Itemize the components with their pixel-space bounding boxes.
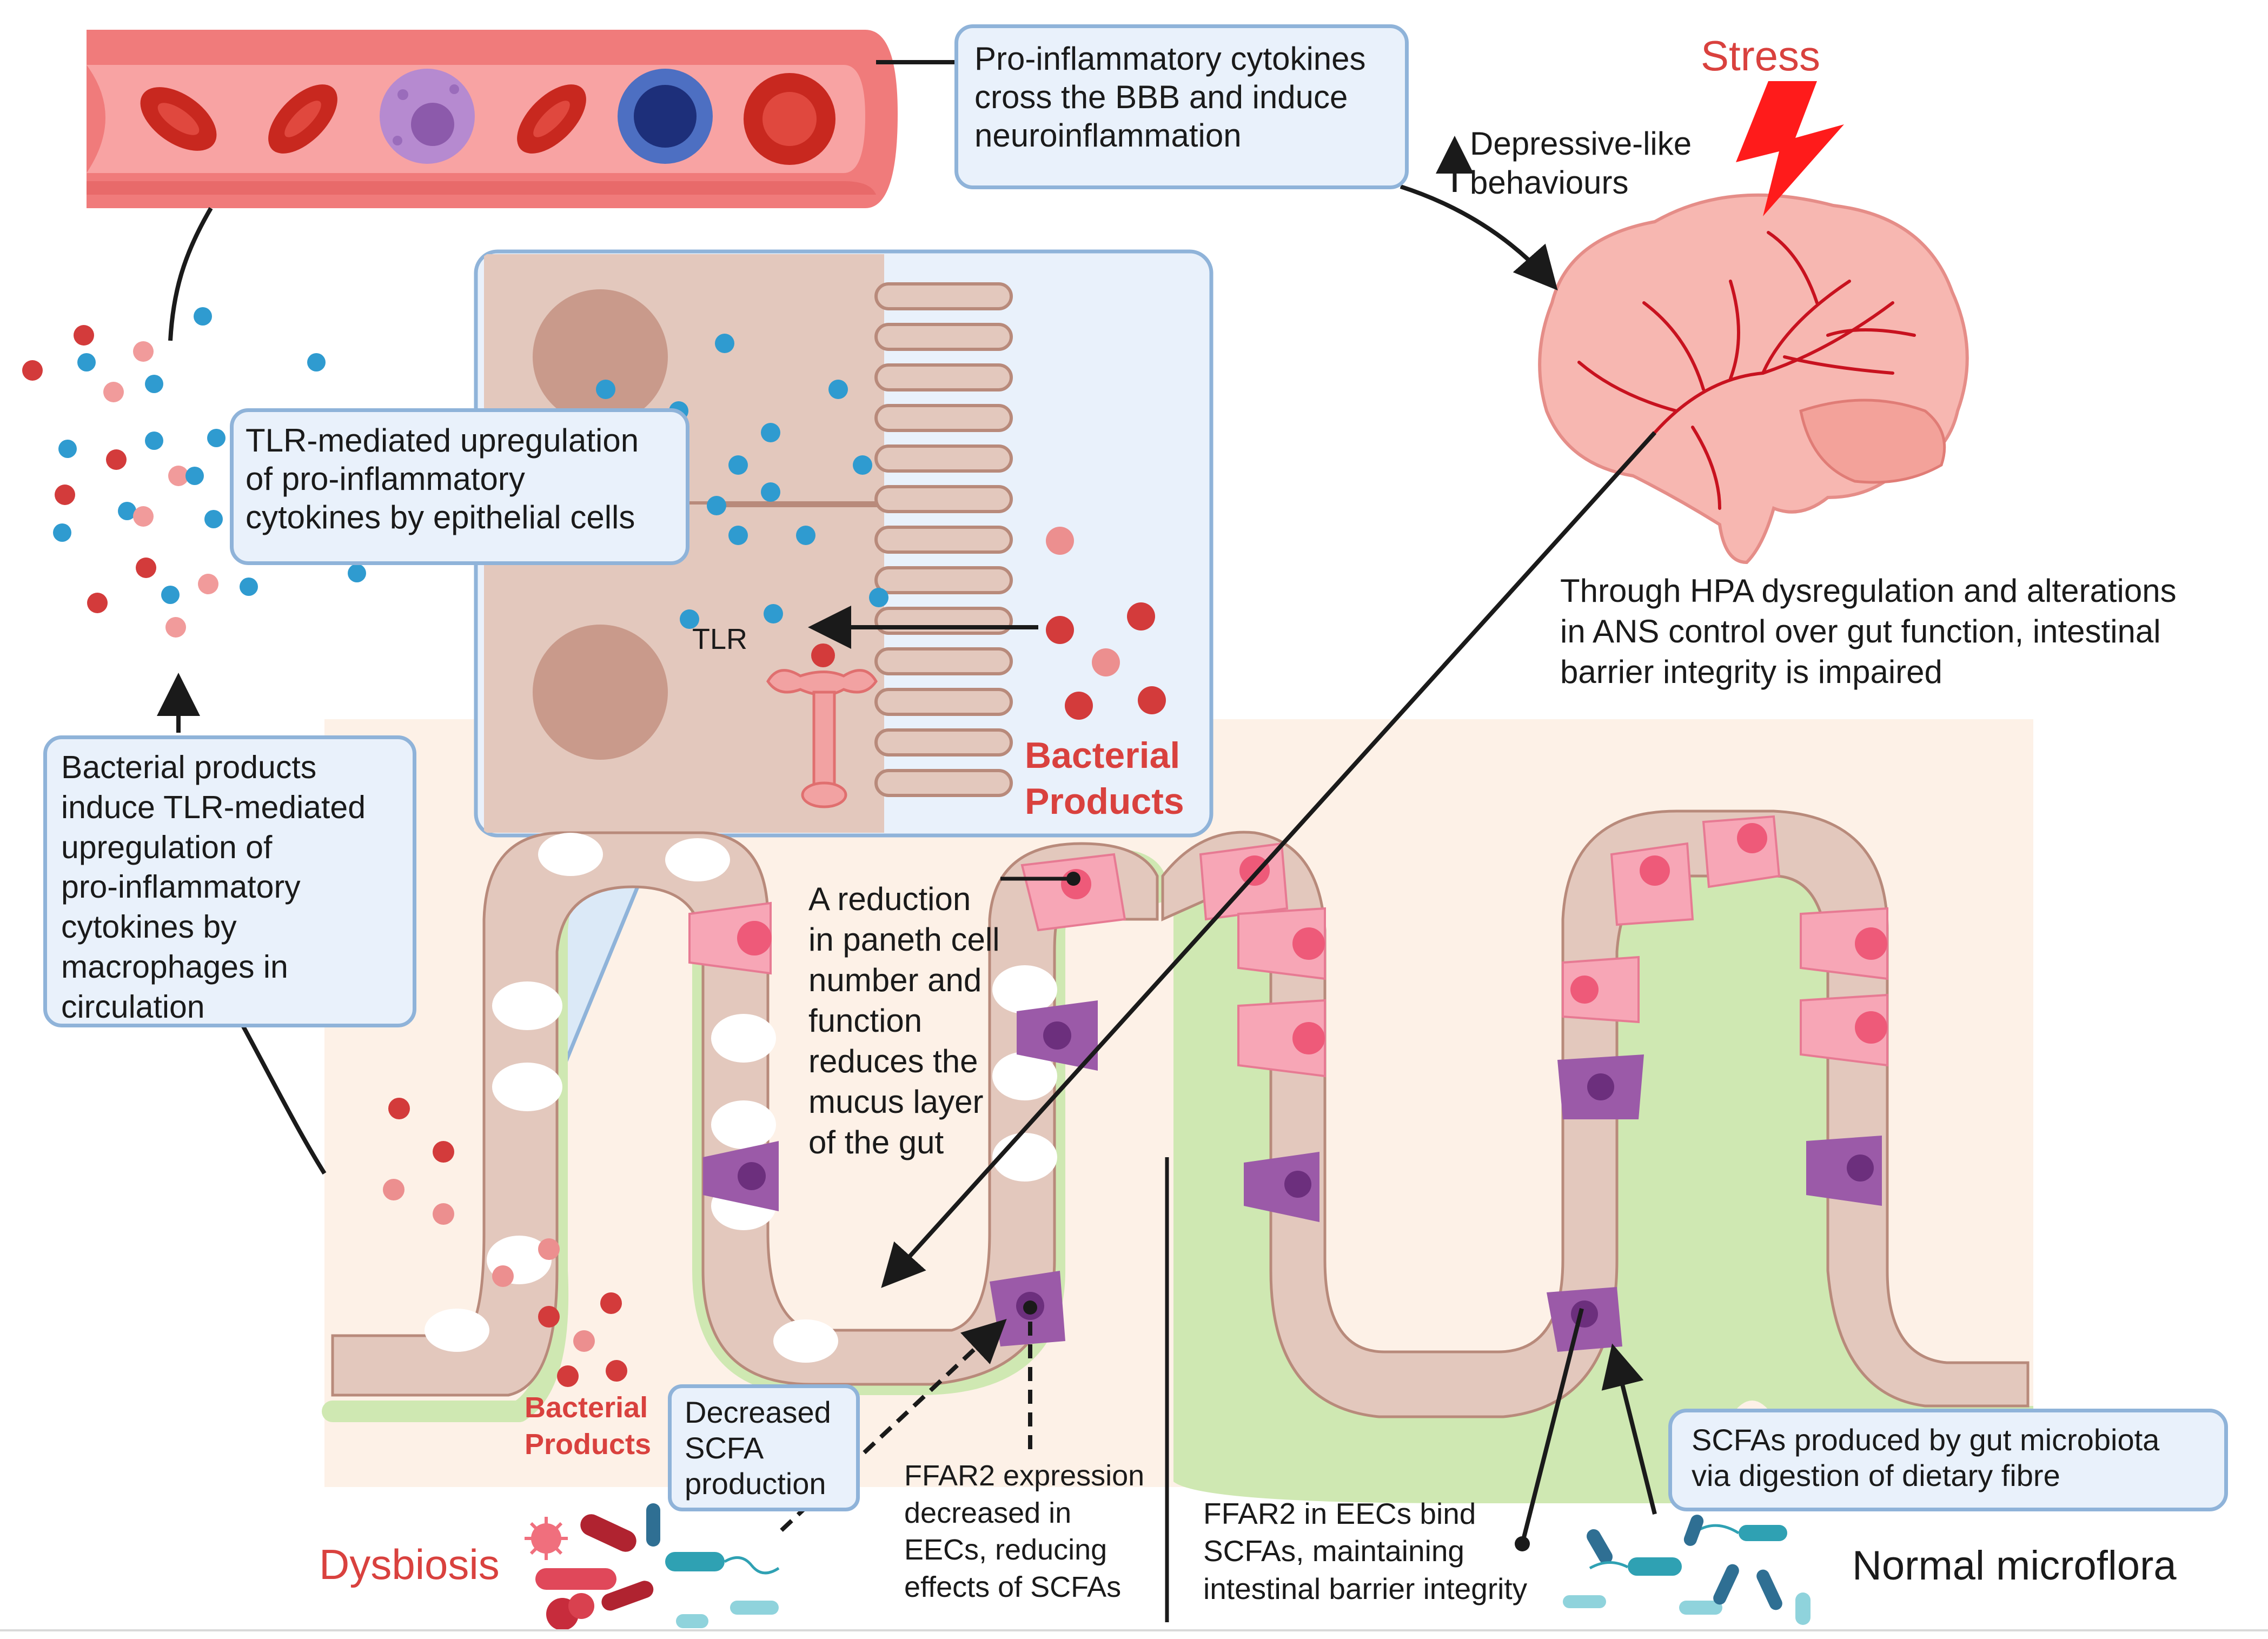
dysbiosis-label: Dysbiosis xyxy=(319,1541,500,1588)
circulation-arc xyxy=(168,207,213,341)
tlr-epithelial-box: TLR-mediated upregulation of pro-inflamm… xyxy=(230,408,689,565)
brain-icon xyxy=(1538,193,1969,565)
macrophage-box: Bacterial products induce TLR-mediated u… xyxy=(43,735,416,1027)
brain-to-gut-arrow xyxy=(881,431,1656,1288)
hpa-text: Through HPA dysregulation and alteration… xyxy=(1560,573,2177,690)
circulation-arc-lower xyxy=(236,1016,327,1175)
stress-lightning-icon xyxy=(1736,81,1844,216)
lymphocyte-icon xyxy=(618,69,713,164)
paneth-cell-icon xyxy=(688,853,1126,975)
normal-microflora-label: Normal microflora xyxy=(1852,1543,2177,1589)
scfa-to-eec-arrow xyxy=(1601,1343,1657,1515)
cytokine-cluster xyxy=(22,307,366,638)
depressive-label: Depressive-like behaviours xyxy=(1470,125,1692,201)
ffar2-decreased-text: FFAR2 expression decreased in EECs, redu… xyxy=(904,1459,1145,1603)
lumen-bacterial-products xyxy=(383,1098,627,1387)
bbb-to-brain-arrow xyxy=(1400,184,1558,291)
tlr-label: TLR xyxy=(692,623,748,655)
tlr-receptor-icon xyxy=(766,643,878,808)
paneth-cell-icon xyxy=(1199,815,1888,1078)
stress-label: Stress xyxy=(1701,32,1821,79)
paneth-text: A reduction in paneth cell number and fu… xyxy=(808,881,1000,1160)
epithelium-dysbiosis xyxy=(331,831,1159,1397)
bacteria-icon xyxy=(1563,1515,1811,1625)
epithelium-normal xyxy=(1161,809,2030,1418)
ffar2-bind-dot xyxy=(1515,1536,1530,1551)
bacterial-products-lumen-label: Bacterial Products xyxy=(525,1391,652,1461)
bacteria-icon xyxy=(525,1503,780,1630)
macrophage-icon xyxy=(380,69,475,164)
eec-cell-icon xyxy=(1244,1054,1882,1352)
paneth-pointer-dot xyxy=(1066,872,1080,886)
scfa-decreased-box: Decreased SCFA production xyxy=(668,1384,860,1511)
bacterial-products-inset-label: Bacterial Products xyxy=(1025,735,1184,822)
scfa-produced-box: SCFAs produced by gut microbiota via dig… xyxy=(1668,1409,2228,1511)
ffar2-decrease-dot xyxy=(1023,1300,1037,1315)
bbb-box: Pro-inflammatory cytokines cross the BBB… xyxy=(954,24,1409,189)
red-blood-cell-icon xyxy=(140,73,835,165)
ffar2-bind-line xyxy=(1520,1308,1584,1544)
ffar2-bind-text: FFAR2 in EECs bind SCFAs, maintaining in… xyxy=(1203,1497,1528,1605)
